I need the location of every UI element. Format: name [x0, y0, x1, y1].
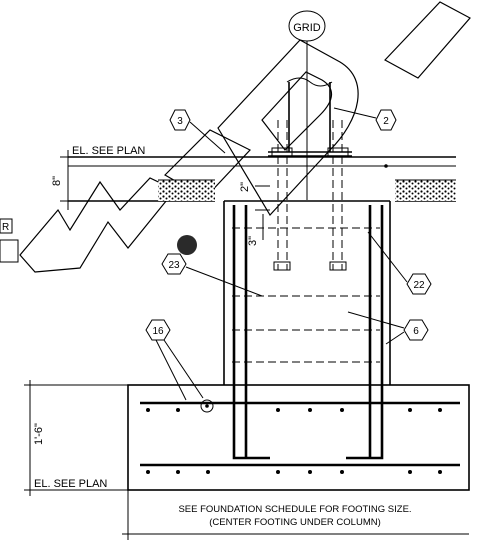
- grid-label: GRID: [293, 22, 321, 34]
- footing-dimensions: 1'-6" EL. SEE PLAN SEE FOUNDATION SCHEDU…: [24, 380, 469, 540]
- callout-3: 3: [169, 109, 226, 154]
- slab: [68, 156, 456, 202]
- callout-3-label: 3: [177, 116, 183, 127]
- callout-22: 22: [367, 231, 432, 295]
- elevation-top-label: EL. SEE PLAN: [72, 145, 145, 157]
- watermark: [19, 1, 471, 273]
- grid-marker: GRID: [288, 10, 326, 200]
- dim-2-inch: 2": [239, 182, 251, 192]
- left-edge-tag-label: R: [2, 222, 9, 233]
- callout-22-label: 22: [413, 280, 425, 291]
- callout-16-label: 16: [152, 326, 164, 337]
- callout-6-label: 6: [413, 326, 419, 337]
- callout-16: 16: [145, 319, 204, 401]
- callout-2-label: 2: [383, 116, 389, 127]
- watermark-dot: [177, 235, 197, 255]
- footing-note-line-2: (CENTER FOOTING UNDER COLUMN): [209, 517, 381, 528]
- elevation-bottom-label: EL. SEE PLAN: [34, 478, 107, 490]
- callout-6: 6: [347, 311, 429, 345]
- dim-slab-thickness: 8": [51, 176, 63, 186]
- callout-23: 23: [161, 253, 263, 297]
- elevation-top: EL. SEE PLAN 8": [51, 145, 145, 210]
- footing: [127, 384, 470, 491]
- dim-footing-depth: 1'-6": [33, 423, 45, 445]
- pier: [223, 200, 391, 460]
- dim-3-inch: 3": [247, 236, 259, 246]
- footing-note-line-1: SEE FOUNDATION SCHEDULE FOR FOOTING SIZE…: [178, 504, 411, 515]
- watermark-letter-i2: [384, 1, 471, 79]
- left-edge-tag: R: [0, 218, 19, 263]
- watermark-letter-w: [19, 177, 176, 273]
- callout-2: 2: [333, 107, 397, 131]
- anchor-bolts: 2" 3": [239, 120, 349, 271]
- callout-23-label: 23: [168, 260, 180, 271]
